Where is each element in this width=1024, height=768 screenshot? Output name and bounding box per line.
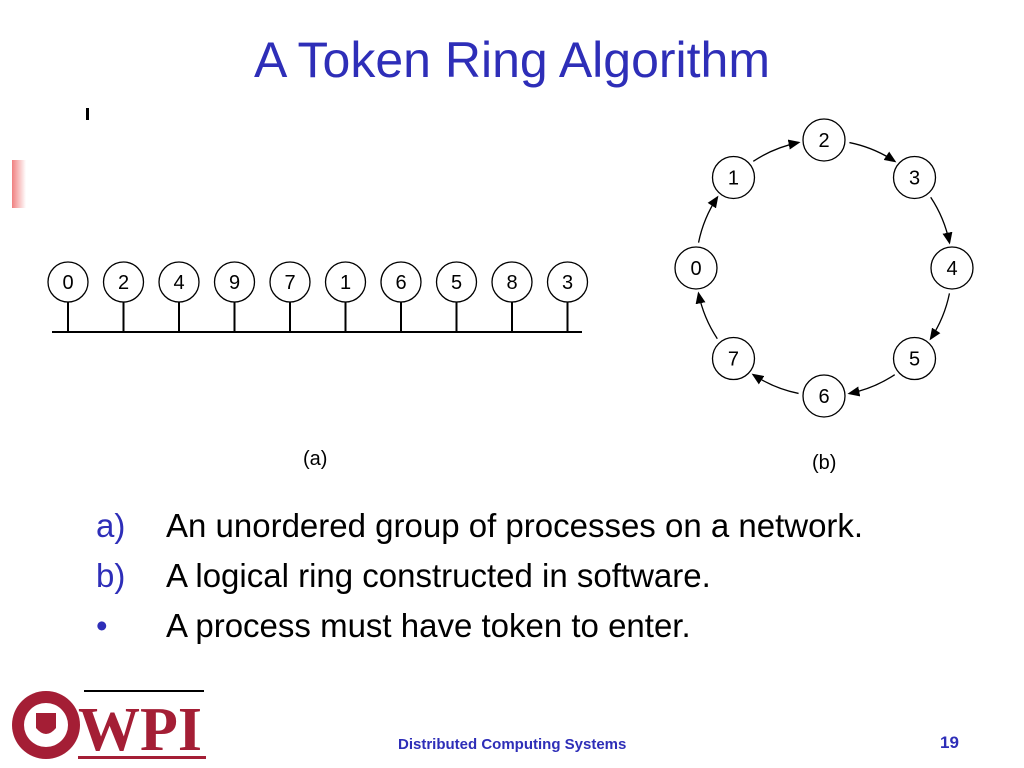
process-node: 7: [269, 261, 311, 303]
process-node: 0: [674, 246, 718, 290]
ring-arrow: [849, 141, 897, 163]
process-node: 9: [213, 261, 256, 303]
bullet-marker: •: [96, 607, 108, 644]
process-node: 2: [102, 261, 145, 303]
svg-text:1: 1: [728, 167, 739, 189]
bullet-text: A process must have token to enter.: [166, 607, 691, 644]
bullet-text: An unordered group of processes on a net…: [166, 507, 864, 544]
process-node: 6: [380, 261, 422, 303]
svg-text:6: 6: [395, 272, 406, 294]
process-node: 3: [546, 261, 589, 303]
wpi-logo: WPI: [12, 691, 206, 764]
ring-arrow: [930, 196, 953, 245]
bullet-marker: a): [96, 507, 126, 544]
ring-arrow: [695, 291, 718, 340]
bullet-list: a) An unordered group of processes on a …: [96, 505, 976, 655]
wordmark-underline: [78, 756, 206, 759]
svg-text:0: 0: [62, 272, 73, 294]
svg-text:2: 2: [818, 130, 829, 152]
bus-network: 0 2 4 9 7 1 6 5 8 3: [47, 261, 589, 333]
process-node: 3: [892, 155, 937, 200]
shield-icon: [36, 713, 56, 734]
ring-arrow: [847, 374, 896, 397]
decorative-tick: [86, 108, 89, 120]
svg-text:5: 5: [451, 272, 462, 294]
ring-arrow: [697, 195, 719, 243]
svg-text:8: 8: [506, 272, 517, 294]
svg-text:1: 1: [340, 272, 351, 294]
caption-a: (a): [303, 448, 328, 470]
process-node: 6: [802, 374, 846, 418]
bullet-item: a) An unordered group of processes on a …: [96, 505, 976, 547]
svg-text:3: 3: [909, 167, 920, 189]
svg-text:5: 5: [909, 349, 920, 371]
svg-text:7: 7: [284, 272, 295, 294]
svg-text:4: 4: [946, 258, 957, 280]
bullet-item: b) A logical ring constructed in softwar…: [96, 555, 976, 597]
svg-text:4: 4: [173, 272, 184, 294]
process-node: 5: [892, 336, 937, 381]
svg-text:2: 2: [118, 272, 129, 294]
process-node: 4: [158, 261, 200, 303]
page-number: 19: [940, 733, 959, 752]
ring-arrow: [751, 373, 799, 395]
process-node: 0: [47, 261, 89, 303]
process-node: 1: [711, 155, 756, 200]
process-node: 4: [930, 246, 974, 290]
svg-text:0: 0: [690, 258, 701, 280]
decorative-side-mark: [12, 160, 26, 208]
svg-text:6: 6: [818, 386, 829, 408]
slide-title: A Token Ring Algorithm: [253, 32, 771, 88]
bullet-marker: b): [96, 557, 126, 594]
svg-text:9: 9: [229, 272, 240, 294]
bullet-text: A logical ring constructed in software.: [166, 557, 711, 594]
svg-text:7: 7: [728, 349, 739, 371]
process-node: 7: [711, 336, 756, 381]
ring-arrow: [752, 139, 801, 162]
wpi-wordmark: WPI: [78, 696, 202, 764]
process-node: 8: [491, 261, 533, 303]
footer-rule: [84, 690, 204, 692]
ring-arrow: [929, 293, 951, 341]
caption-b: (b): [812, 452, 837, 474]
logical-ring: 0 1 2 3 4 5 6 7: [674, 118, 974, 418]
process-node: 5: [435, 261, 478, 303]
process-node: 1: [324, 261, 367, 303]
footer-course: Distributed Computing Systems: [398, 736, 627, 753]
process-node: 2: [802, 118, 846, 162]
svg-text:3: 3: [562, 272, 573, 294]
bullet-item: • A process must have token to enter.: [96, 605, 976, 647]
